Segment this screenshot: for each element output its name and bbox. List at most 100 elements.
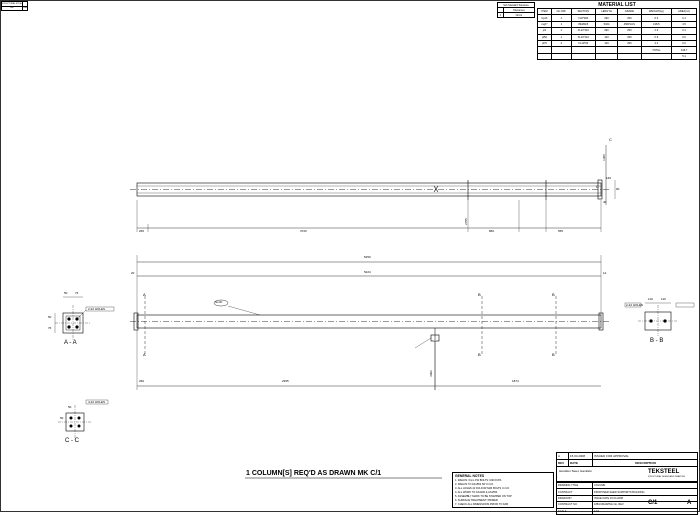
dim-label: 1874 — [512, 379, 519, 383]
general-note: 2. WELDS TO AS1554 SP U.N.O. — [455, 483, 494, 486]
general-note: 5. ASSEMBLY MARK TO BE STAMPED ON TOP — [455, 495, 512, 498]
general-notes: GENERAL NOTES 1. WELDS: 6mm FW BOLTS: M2… — [452, 472, 554, 508]
dim-label: 3720 — [300, 229, 307, 233]
top-view — [130, 145, 616, 232]
tolerance-cell: ±2mm — [502, 12, 536, 18]
dim-label: 565 — [558, 229, 564, 233]
cc-dim: 50 — [60, 416, 64, 420]
general-note: 1. WELDS: 6mm FW BOLTS: M20 8.8/S — [455, 479, 502, 482]
section-marker: B — [478, 292, 481, 297]
material-cell — [570, 52, 596, 61]
dim-label: 3002 — [428, 370, 433, 377]
info-value: 1884 DRAWING No. REV — [592, 501, 698, 509]
material-cell — [617, 52, 642, 61]
north-label: North — [215, 300, 223, 304]
material-cell — [640, 52, 673, 61]
rev-header: DATE — [568, 459, 593, 467]
dim-inner: 5224 — [364, 270, 371, 274]
dim-label: 160 — [606, 176, 612, 180]
aa-dim: 50 — [48, 315, 52, 319]
material-cell: mg1* — [537, 20, 552, 29]
material-cell: 5.1 — [671, 52, 697, 61]
dim-label: 2395 — [282, 379, 289, 383]
info-value: COLUMN — [592, 481, 698, 490]
general-note: 4. ALL WORK TO AS4100 & AS1554 — [455, 491, 498, 494]
bb-dim: 110 — [661, 297, 666, 301]
info-value: 1:10 — [592, 507, 698, 515]
dim-label: 90 — [616, 187, 620, 191]
dim-label: 260 — [139, 379, 145, 383]
material-cell — [594, 52, 619, 61]
rev-cell: A — [556, 452, 569, 460]
section-marker: B — [552, 352, 555, 357]
section-aa-graphic — [54, 296, 115, 340]
company-sub: STRUCTURAL DESIGN AND DRAFTING — [648, 476, 686, 478]
material-cell: 250 — [617, 14, 642, 22]
title-block: A 15.04.2008 ISSUED FOR APPROVAL REV DAT… — [556, 452, 698, 515]
section-marker: A — [143, 352, 146, 357]
front-view — [130, 255, 610, 390]
rev-cell: ISSUED FOR APPROVAL — [592, 452, 698, 460]
company-logo: TEKSTEEL — [648, 469, 680, 475]
cc-note: 4-22 HOLES — [88, 399, 106, 404]
aa-dim: 76 — [48, 326, 52, 330]
rev-header: REV — [556, 459, 569, 467]
aa-dim: 50 — [64, 291, 68, 295]
dim-end: 20 — [131, 271, 135, 275]
tolerance-table: Sub Standard Tolerance Tolerances ±±2mm — [497, 2, 536, 18]
section-label-cc: C - C — [65, 438, 79, 444]
section-marker: B — [478, 352, 481, 357]
section-marker: B — [552, 292, 555, 297]
dim-label: 860 — [489, 229, 495, 233]
client-line: Hamilton Steel, Hamilton — [559, 469, 593, 473]
material-cell: 4.5 — [671, 20, 697, 29]
aa-dim: 76 — [75, 291, 79, 295]
header-tag-cell: SHT — [0, 5, 24, 11]
material-cell — [550, 52, 572, 61]
general-note: 3. ALL HOLES 22 DIA FOR M20 BOLTS U.N.O. — [455, 487, 510, 490]
drawing-number: C/1 — [648, 500, 658, 506]
rev-header: DESCRIPTION — [592, 459, 698, 467]
main-title: 1 COLUMN[S] REQ'D AS DRAWN MK C/1 — [246, 470, 382, 477]
dim-label: 2705 — [463, 218, 468, 225]
info-value: ISSUE DATE 15.04.2008 — [592, 494, 698, 503]
section-label-aa: A - A — [64, 340, 77, 346]
section-marker: C — [596, 184, 599, 189]
general-note: 7. CHECK ALL DIMENSIONS PRIOR TO FAB — [455, 503, 508, 506]
rev-cell: 15.04.2008 — [568, 452, 593, 460]
bb-note: 2-22 HOLES — [626, 302, 644, 307]
dim-label: 1306 — [601, 154, 606, 161]
section-cc-graphic — [58, 399, 109, 440]
aa-note: 2-22 HOLES — [88, 306, 106, 311]
dim-label: 260 — [139, 229, 145, 233]
general-note: 6. SURFACE TREATMENT: PRIMER — [455, 499, 498, 502]
info-label: SCALE — [556, 507, 593, 515]
info-value: PROPOSED SHED SUPPORTS BUILDING — [592, 488, 698, 496]
material-list-title: MATERIAL LIST — [598, 2, 636, 8]
dim-overall: 5250 — [364, 255, 371, 259]
cc-dim: 50 — [68, 405, 72, 409]
section-bb-graphic — [624, 302, 695, 336]
general-notes-title: GENERAL NOTES — [455, 474, 485, 478]
material-cell: 0.1 — [671, 14, 697, 22]
section-label-bb: B - B — [650, 338, 664, 344]
section-marker: C — [609, 137, 612, 142]
dim-label: 40 — [603, 200, 607, 204]
revision-letter: A — [687, 500, 692, 506]
material-row: 5.1 — [537, 52, 697, 61]
material-cell: bp1h — [537, 14, 552, 22]
revision-table: A 15.04.2008 ISSUED FOR APPROVAL REV DAT… — [556, 452, 698, 467]
section-marker: A — [143, 292, 146, 297]
material-cell: 450PLUS — [617, 20, 642, 29]
bb-dim: 110 — [648, 297, 653, 301]
